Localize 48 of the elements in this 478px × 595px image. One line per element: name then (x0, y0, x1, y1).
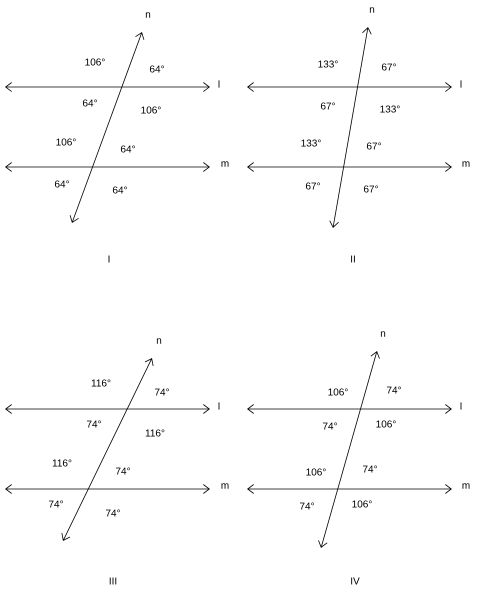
line-label: n (380, 331, 386, 337)
angle-label: 67° (382, 63, 396, 71)
angle-label: 74° (362, 466, 377, 472)
line-label: l (460, 80, 462, 88)
line-label: l (218, 402, 220, 410)
angle-label: 106° (306, 468, 326, 476)
angle-label: 67° (306, 182, 320, 190)
line-label: m (462, 483, 470, 489)
angle-label: 106° (85, 58, 105, 66)
angle-label: 116° (146, 429, 164, 437)
angle-label: 116° (52, 459, 72, 467)
angle-label: 67° (320, 102, 335, 110)
angle-label: 74° (116, 468, 130, 474)
line-label: m (222, 161, 228, 167)
line-label: n (146, 12, 150, 18)
angle-label: 74° (86, 420, 101, 428)
angle-label: 106° (352, 500, 372, 508)
angle-label: 133° (301, 139, 321, 147)
angle-label: 74° (106, 510, 120, 516)
angle-label: 67° (364, 185, 378, 193)
angle-label: 133° (318, 60, 338, 68)
panel-label: I (108, 256, 110, 262)
line-label: m (462, 161, 470, 167)
angle-label: 64° (120, 145, 135, 153)
line-label: l (460, 402, 462, 410)
angle-label: 74° (322, 422, 337, 430)
angle-label: 64° (82, 99, 97, 107)
angle-label: 133° (380, 105, 400, 113)
angle-label: 74° (48, 500, 63, 508)
angle-label: 116° (92, 379, 110, 387)
angle-label: 74° (154, 388, 169, 396)
angle-label: 74° (300, 502, 314, 510)
panel-label: III (110, 578, 116, 584)
angle-label: 106° (328, 388, 348, 396)
angle-label: 106° (56, 138, 76, 146)
angle-label: 64° (150, 65, 164, 73)
angle-label: 106° (376, 420, 396, 428)
line-label: m (222, 483, 228, 489)
panel-label: IV (351, 578, 360, 584)
line-label: n (370, 7, 374, 13)
line-label: l (218, 80, 220, 88)
panel-label: II (351, 256, 355, 262)
angle-label: 106° (141, 106, 161, 114)
angle-label: 64° (112, 186, 127, 194)
angle-label: 74° (386, 386, 401, 394)
angle-label: 67° (366, 142, 381, 150)
line-label: n (156, 338, 162, 344)
angle-label: 64° (54, 180, 69, 188)
